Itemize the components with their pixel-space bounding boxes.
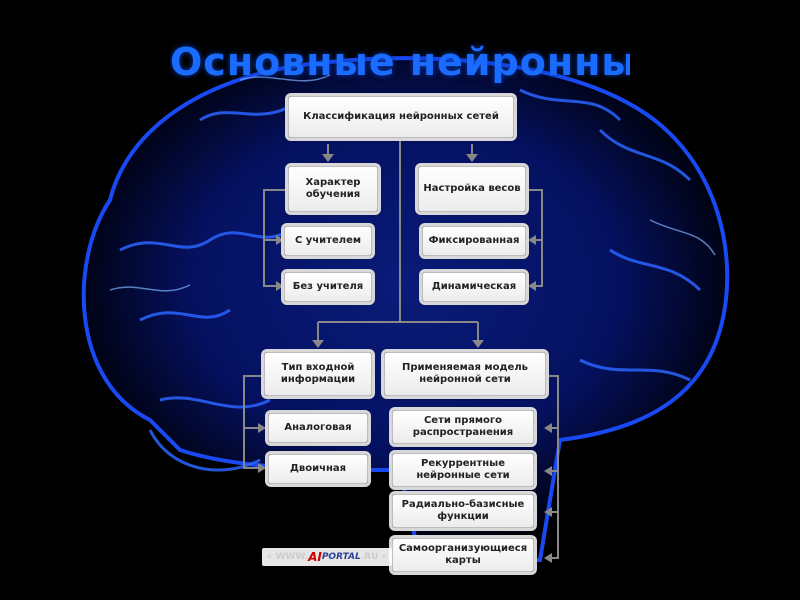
logo-brand-rest: PORTAL [321, 552, 361, 562]
input-item: Аналоговая [268, 413, 368, 443]
weights-item-label: Динамическая [431, 281, 517, 292]
input-item-label: Двоичная [289, 463, 347, 474]
logo-prefix: « WWW. [266, 552, 309, 562]
model-item-label: Сети прямого распространения [412, 415, 514, 438]
learning-node-label: Характер обучения [305, 177, 361, 200]
weights-node: Настройка весов [418, 166, 526, 212]
logo-suffix: .RU » [360, 552, 388, 562]
model-item: Самоорганизующиеся карты [392, 538, 534, 572]
learning-item-label: Без учителя [292, 281, 364, 292]
root-node: Классификация нейронных сетей [288, 96, 514, 138]
weights-item: Динамическая [422, 272, 526, 302]
model-item-label: Самоорганизующиеся карты [398, 543, 528, 566]
model-item-label: Радиально-базисные функции [401, 499, 525, 522]
weights-item-label: Фиксированная [428, 235, 520, 246]
learning-item: Без учителя [284, 272, 372, 302]
portal-logo: « WWW. AI PORTAL .RU » [262, 548, 392, 566]
slide-title: Основные нейронные сети [170, 40, 630, 84]
root-node-label: Классификация нейронных сетей [303, 111, 499, 122]
learning-item-label: С учителем [294, 235, 362, 246]
model-item-label: Рекуррентные нейронные сети [416, 458, 510, 481]
model-item: Радиально-базисные функции [392, 494, 534, 528]
model-node-label: Применяемая модель нейронной сети [402, 362, 528, 385]
weights-node-label: Настройка весов [423, 183, 521, 194]
learning-item: С учителем [284, 226, 372, 256]
model-item: Сети прямого распространения [392, 410, 534, 444]
learning-node: Характер обучения [288, 166, 378, 212]
logo-brand: AI [308, 550, 322, 564]
input-item: Двоичная [268, 454, 368, 484]
model-node: Применяемая модель нейронной сети [384, 352, 546, 396]
model-item: Рекуррентные нейронные сети [392, 453, 534, 487]
input-node: Тип входной информации [264, 352, 372, 396]
weights-item: Фиксированная [422, 226, 526, 256]
input-node-label: Тип входной информации [280, 362, 356, 385]
input-item-label: Аналоговая [284, 422, 352, 433]
